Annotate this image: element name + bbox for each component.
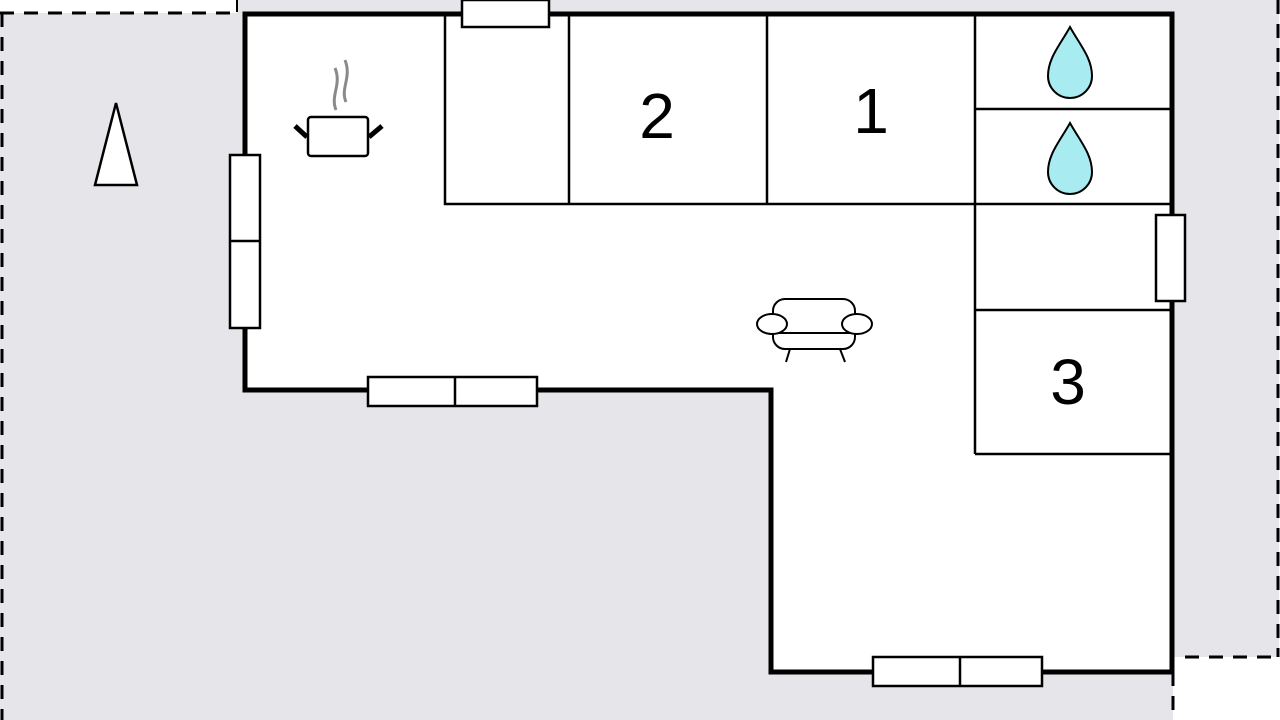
kitchen-pot-icon (293, 59, 384, 158)
window-bottom-right (871, 655, 1044, 688)
window-top (460, 0, 551, 29)
internal-walls (443, 14, 1172, 456)
water-drop-icon (1046, 120, 1094, 195)
windows (228, 0, 1187, 688)
window-bottom-left (366, 375, 539, 408)
room-label-2: 2 (639, 80, 675, 152)
window-right (1154, 213, 1187, 303)
water-drop-icon (1046, 24, 1094, 99)
outer-walls (242, 11, 1175, 675)
sofa-icon (756, 298, 873, 363)
room-label-1: 1 (853, 75, 889, 147)
room-label-3: 3 (1050, 346, 1086, 418)
interior-floor (245, 14, 1172, 672)
north-arrow-icon (93, 102, 139, 187)
